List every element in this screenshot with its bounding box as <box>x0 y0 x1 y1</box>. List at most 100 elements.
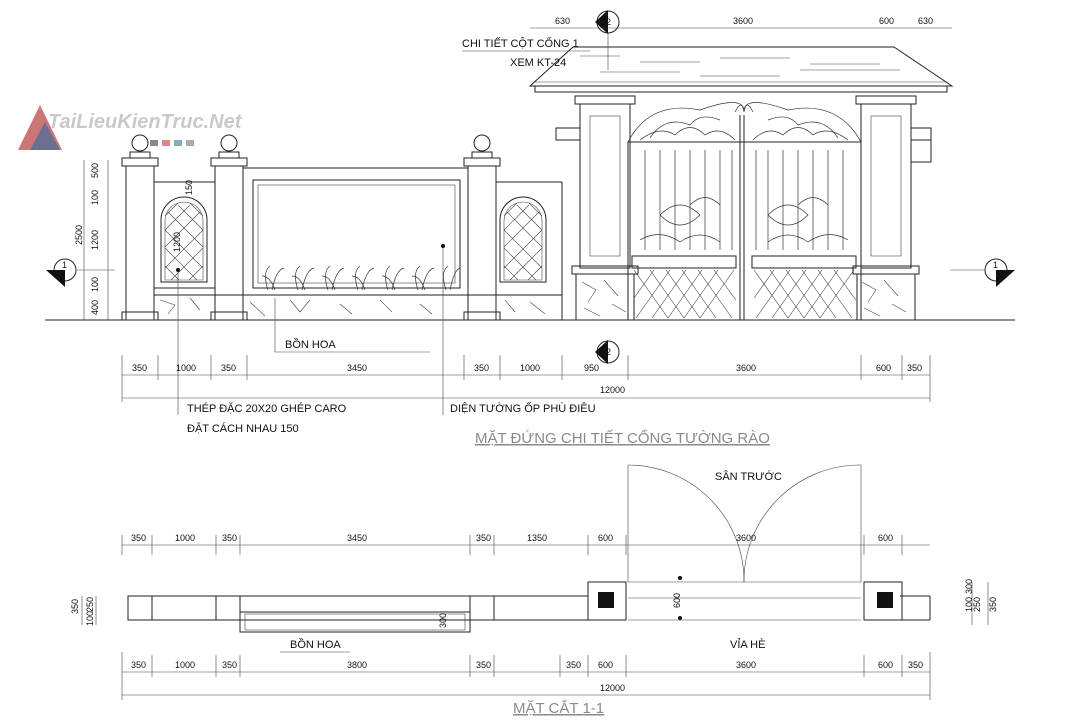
note-column-detail: CHI TIẾT CỘT CỔNG 1 <box>462 37 579 50</box>
svg-text:350: 350 <box>908 660 923 670</box>
plan-view: 600 SÂN TRƯỚC VỈA HÈ 300 BỒN HOA <box>70 464 998 717</box>
plan-pillar-3 <box>469 595 495 621</box>
label-sidewalk: VỈA HÈ <box>730 638 765 651</box>
elevation-title: MẶT ĐỨNG CHI TIẾT CỔNG TƯỜNG RÀO <box>475 429 770 447</box>
svg-text:600: 600 <box>876 363 891 373</box>
plan-top-dims: 350 1000 350 3450 350 1350 600 3600 600 <box>121 533 930 555</box>
svg-text:100: 100 <box>964 597 974 612</box>
svg-text:1000: 1000 <box>520 363 540 373</box>
svg-text:3600: 3600 <box>736 533 756 543</box>
svg-text:600: 600 <box>598 533 613 543</box>
svg-text:350: 350 <box>988 597 998 612</box>
svg-text:3800: 3800 <box>347 660 367 670</box>
svg-text:350: 350 <box>221 363 236 373</box>
svg-text:3600: 3600 <box>736 363 756 373</box>
svg-text:600: 600 <box>878 533 893 543</box>
fence-pillar-3 <box>463 134 501 321</box>
section-marker-left: 1 <box>46 258 77 287</box>
svg-text:250: 250 <box>972 597 982 612</box>
svg-text:350: 350 <box>474 363 489 373</box>
plan-title: MẶT CẮT 1-1 <box>513 699 604 717</box>
plan-right-dims: 300 100 250 350 <box>964 579 998 625</box>
fence-pillar-1 <box>121 134 159 321</box>
svg-text:1: 1 <box>993 260 998 270</box>
label-steel-grid-1: THÉP ĐẶC 20X20 GHÉP CARO <box>187 402 347 415</box>
elevation-top-dims: 630 3600 600 630 <box>530 16 952 29</box>
svg-text:500: 500 <box>90 163 100 178</box>
label-wall-panel: DIỆN TƯỜNG ỐP PHÙ ĐIÊU <box>450 401 596 415</box>
note-see-sheet: XEM KT-24 <box>510 57 566 69</box>
gate-roof <box>528 46 954 93</box>
grille-window-left <box>160 196 208 283</box>
svg-text:350: 350 <box>131 533 146 543</box>
label-flowerbox: BỒN HOA <box>285 338 336 351</box>
svg-text:250: 250 <box>85 597 95 612</box>
svg-text:1200: 1200 <box>90 230 100 250</box>
svg-text:1000: 1000 <box>176 363 196 373</box>
svg-text:2: 2 <box>606 347 611 357</box>
plan-flowerbox: 300 <box>239 611 471 633</box>
svg-text:350: 350 <box>566 660 581 670</box>
svg-text:630: 630 <box>918 16 933 26</box>
svg-text:950: 950 <box>584 363 599 373</box>
label-steel-grid-2: ĐẶT CÁCH NHAU 150 <box>187 422 299 435</box>
svg-text:350: 350 <box>131 660 146 670</box>
svg-text:2: 2 <box>606 17 611 27</box>
svg-text:350: 350 <box>476 533 491 543</box>
svg-text:350: 350 <box>132 363 147 373</box>
svg-text:600: 600 <box>879 16 894 26</box>
svg-text:3450: 3450 <box>347 363 367 373</box>
plan-bottom-dims: 350 1000 350 3800 350 350 600 3600 600 3… <box>121 652 931 700</box>
svg-text:1000: 1000 <box>175 533 195 543</box>
svg-text:350: 350 <box>70 599 80 614</box>
svg-text:1000: 1000 <box>175 660 195 670</box>
svg-text:1200: 1200 <box>172 232 182 252</box>
svg-text:600: 600 <box>878 660 893 670</box>
svg-text:350: 350 <box>222 660 237 670</box>
fence-pillar-2 <box>210 134 248 321</box>
svg-text:12000: 12000 <box>600 385 625 395</box>
svg-text:2500: 2500 <box>74 225 84 245</box>
plan-label-flowerbox: BỒN HOA <box>290 638 341 651</box>
svg-text:300: 300 <box>438 613 448 628</box>
label-front-yard: SÂN TRƯỚC <box>715 470 782 483</box>
svg-text:100: 100 <box>90 190 100 205</box>
stone-base <box>159 297 546 317</box>
elevation-bottom-dims: 350 1000 350 3450 350 1000 950 3600 600 … <box>121 355 931 402</box>
svg-text:350: 350 <box>476 660 491 670</box>
elevation-view: 1 1 2 2 <box>45 10 1015 447</box>
grille-window-right <box>499 196 547 283</box>
section-marker-top: 2 <box>595 10 620 34</box>
relief-wall-panel <box>252 179 461 289</box>
svg-text:1350: 1350 <box>527 533 547 543</box>
svg-text:300: 300 <box>964 579 974 594</box>
svg-text:350: 350 <box>222 533 237 543</box>
svg-text:600: 600 <box>598 660 613 670</box>
svg-text:3600: 3600 <box>733 16 753 26</box>
plan-gate-column-left <box>587 581 627 621</box>
elevation-annotations: CHI TIẾT CỘT CỔNG 1 XEM KT-24 BỒN HOA TH… <box>176 37 770 447</box>
plan-gate-column-right <box>863 581 903 621</box>
svg-text:100: 100 <box>90 277 100 292</box>
svg-text:350: 350 <box>907 363 922 373</box>
gate-swing: 600 <box>627 464 862 621</box>
svg-text:3600: 3600 <box>736 660 756 670</box>
svg-text:1: 1 <box>62 260 67 270</box>
flowerbox-plants <box>261 265 461 291</box>
logo: TaiLieuKienTruc.Net <box>18 105 243 150</box>
ornamental-gate <box>627 102 862 321</box>
plan-pillar-1 <box>127 595 153 621</box>
logo-text: TaiLieuKienTruc.Net <box>48 111 243 133</box>
svg-text:400: 400 <box>90 300 100 315</box>
plan-pillar-2 <box>215 595 241 621</box>
section-marker-right: 1 <box>984 258 1015 287</box>
svg-text:100: 100 <box>85 611 95 626</box>
section-marker-bottom: 2 <box>595 340 620 364</box>
elevation-left-dims: 2500 500 100 1200 100 400 150 1200 <box>74 160 194 320</box>
svg-text:150: 150 <box>184 180 194 195</box>
svg-text:12000: 12000 <box>600 683 625 693</box>
plan-left-dims: 350 250 100 <box>70 596 97 626</box>
svg-text:3450: 3450 <box>347 533 367 543</box>
svg-text:600: 600 <box>672 593 682 608</box>
